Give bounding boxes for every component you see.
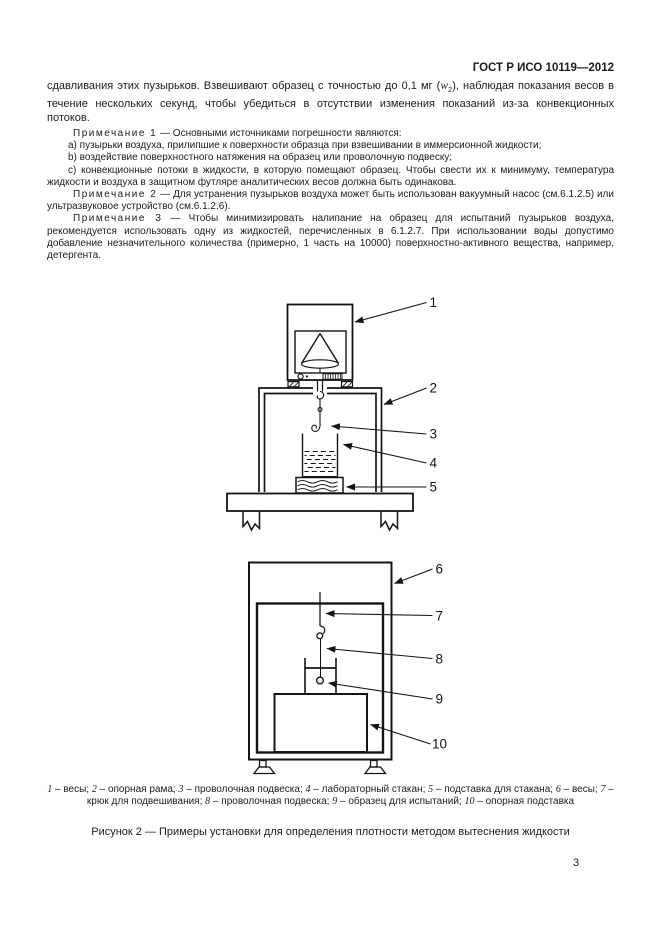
test-specimen [316, 676, 325, 685]
liquid-dashes [304, 451, 336, 472]
legend-label: – проволочная подвеска; [183, 784, 306, 795]
legend-number: 7 [600, 784, 606, 795]
balance-body [286, 303, 354, 381]
note-1-text: — Основными источниками погрешности явля… [157, 128, 402, 139]
legend-label: – образец для испытаний; [337, 796, 465, 808]
leader-3 [331, 423, 427, 435]
figure-callout-5: 5 [430, 480, 438, 495]
legend-number: 10 [464, 796, 475, 808]
support-stand-box [273, 693, 368, 753]
legend-number: 4 [305, 784, 311, 795]
paragraph-text-after: ), наблюдая показания весов в течение не… [47, 80, 615, 125]
balance-foot-left [287, 381, 300, 388]
leader-10 [370, 723, 431, 745]
leader-6 [394, 568, 433, 585]
balance-knob [297, 373, 304, 380]
balance-indicator-dot [305, 375, 309, 378]
wire-suspension-1 [311, 390, 325, 432]
legend-number: 3 [178, 784, 184, 795]
legend-label: – подставка для стакана; [433, 784, 556, 795]
support-frame-outer [258, 387, 383, 492]
figure-caption: Рисунок 2 — Примеры установки для опреде… [91, 826, 570, 838]
housing-foot-left [252, 759, 276, 775]
leader-2 [383, 387, 427, 406]
note-1-item-b: b) воздействие поверхностного натяжения … [68, 152, 453, 164]
wire-suspension-2 [316, 625, 326, 677]
legend-number: 5 [428, 784, 434, 795]
page-number: 3 [573, 857, 580, 869]
leader-4 [343, 442, 427, 464]
legend-label: – проволочная подвеска; [210, 796, 333, 808]
legend-label: – опорная подставка [474, 796, 575, 808]
legend-label: – опорная рама; [96, 784, 179, 795]
legend-number: 2 [91, 784, 97, 795]
balance-display-window [294, 330, 347, 374]
legend-label: – лабораторный стакан; [310, 784, 429, 795]
figure-callout-9: 9 [436, 692, 444, 707]
figure-callout-1: 1 [430, 295, 438, 310]
legend-label: – крюк для подвешивания; [86, 784, 614, 808]
paragraph-text-before: сдавливания этих пузырьков. Взвешивают о… [47, 80, 441, 92]
figure-2-diagrams: 1 2 3 4 5 [226, 295, 447, 775]
note-3: Примечание 3 — Чтобы минимизировать нали… [47, 213, 614, 262]
balance-cone-symbol [300, 333, 340, 373]
note-1-item-a: a) пузырьки воздуха, прилипшие к поверхн… [68, 140, 542, 152]
note-2-label: Примечание 2 [73, 189, 158, 201]
note-3-text: — Чтобы минимизировать налипание на обра… [47, 213, 614, 262]
legend-number: 9 [332, 796, 338, 808]
legend-number: 6 [555, 784, 561, 795]
legend-number: 8 [205, 796, 211, 808]
table-leg-right [380, 511, 399, 532]
figure-callout-10: 10 [432, 737, 447, 752]
document-title: ГОСТ Р ИСО 10119—2012 [472, 62, 614, 74]
figure-callout-2: 2 [430, 381, 438, 396]
lab-beaker-1 [301, 433, 339, 478]
balance-housing [248, 561, 393, 761]
figure-callout-4: 4 [430, 456, 438, 471]
diagram-apparatus-1: 1 2 3 4 5 [226, 295, 438, 532]
figure-callout-8: 8 [436, 652, 444, 667]
diagram-1-leader-lines [331, 301, 427, 491]
leader-9 [328, 680, 433, 700]
legend-label: – весы; [560, 784, 601, 795]
note-1-label: Примечание 1 [73, 128, 158, 139]
table-top [226, 492, 414, 512]
housing-foot-right [363, 759, 387, 775]
balance-under-hook-stem [316, 380, 324, 392]
figure-callout-6: 6 [436, 562, 444, 577]
figure-callout-7: 7 [436, 609, 444, 624]
note-1: Примечание 1 — Основными источниками пог… [47, 128, 614, 140]
variable-w: w [440, 80, 449, 92]
note-1-item-c: c) конвекционные потоки в жидкости, в ко… [47, 164, 614, 188]
note-2: Примечание 2 — Для устранения пузырьков … [47, 189, 614, 213]
legend-number: 1 [47, 784, 53, 795]
table-leg-left [242, 511, 261, 532]
note-2-text: — Для устранения пузырьков воздуха может… [47, 189, 614, 213]
figure-callout-3: 3 [430, 427, 438, 442]
legend-label: – весы; [52, 784, 92, 795]
leader-1 [354, 301, 427, 324]
paragraph-weighing: сдавливания этих пузырьков. Взвешивают о… [47, 79, 614, 125]
diagram-apparatus-2: 6 7 8 9 10 [248, 561, 447, 775]
note-3-label: Примечание 3 [73, 213, 163, 225]
balance-keypad [322, 373, 343, 380]
notes-block: Примечание 1 — Основными источниками пог… [47, 128, 614, 262]
beaker-stand [295, 476, 344, 494]
support-frame-inner [263, 392, 377, 492]
variable-subscript: 2 [448, 85, 453, 95]
leader-7 [325, 610, 433, 618]
balance-foot-right [340, 381, 354, 388]
leader-8 [326, 645, 433, 660]
figure-legend: 1 – весы; 2 – опорная рама; 3 – проволоч… [40, 784, 621, 809]
diagram-2-leader-lines [325, 568, 433, 745]
